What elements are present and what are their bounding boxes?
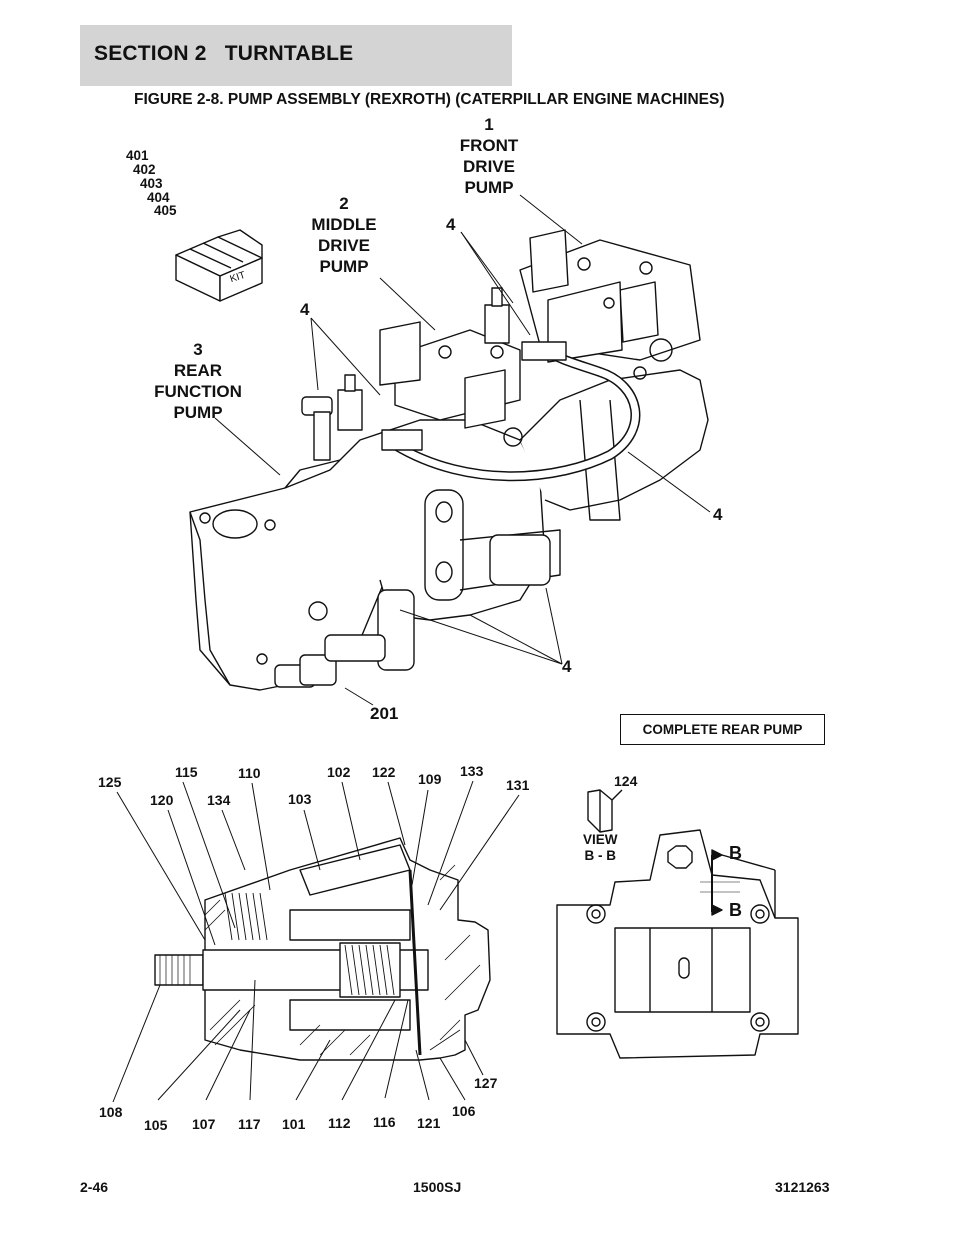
part-callout: 120 [150,792,174,808]
section-marker: B [729,843,742,863]
part-callout: 131 [506,777,530,793]
callout-fitting: 4 [446,215,456,234]
part-callout: 109 [418,771,442,787]
cutaway-leader-lines [112,780,520,1103]
part-callout: 122 [372,764,396,780]
view-b-b-label: VIEW B - B [583,832,618,863]
part-callout: 124 [614,773,638,789]
callout-adapter: 201 [370,704,399,723]
model-number: 1500SJ [413,1179,462,1195]
part-callout: 108 [99,1104,123,1120]
part-callout: 134 [207,792,231,808]
part-callout: 102 [327,764,351,780]
callout-middle-drive-pump: 2 MIDDLE DRIVE PUMP [311,194,377,276]
part-callout: 133 [460,763,484,779]
section-header-bar [80,25,512,86]
part-callout: 112 [328,1115,351,1131]
part-callout: 116 [373,1114,396,1130]
kit-number: 403 [140,176,163,191]
callout-rear-function-pump: 3 REAR FUNCTION PUMP [154,340,242,422]
cutaway-pump-icon [154,837,491,1061]
part-callout: 115 [175,764,198,780]
document-number: 3121263 [775,1179,830,1195]
kit-number: 404 [147,190,170,205]
section-marker: B [729,900,742,920]
callout-fitting: 4 [713,505,723,524]
callout-fitting: 4 [562,657,572,676]
kit-number: 402 [133,162,156,177]
end-view-icon [556,789,799,1059]
part-callout: 106 [452,1103,476,1119]
kit-number: 401 [126,148,149,163]
part-callout: 125 [98,774,122,790]
page-number: 2-46 [80,1179,109,1195]
part-callout: 121 [417,1115,441,1131]
kit-number: 405 [154,203,177,218]
callout-fitting: 4 [300,300,310,319]
part-callout: 101 [282,1116,306,1132]
complete-rear-pump-label: COMPLETE REAR PUMP [620,714,825,745]
part-callout: 127 [474,1075,498,1091]
part-callout: 103 [288,791,312,807]
part-callout: 110 [238,765,261,781]
part-callout: 107 [192,1116,216,1132]
part-callout: 105 [144,1117,168,1133]
kit-box-icon [175,229,263,302]
callout-front-drive-pump: 1 FRONT DRIVE PUMP [459,115,519,197]
part-callout: 117 [238,1116,261,1132]
pump-assembly-icon [189,229,709,691]
figure-title: FIGURE 2-8. PUMP ASSEMBLY (REXROTH) (CAT… [134,91,725,108]
leader-lines [214,194,711,706]
section-title: SECTION 2 TURNTABLE [94,42,354,65]
